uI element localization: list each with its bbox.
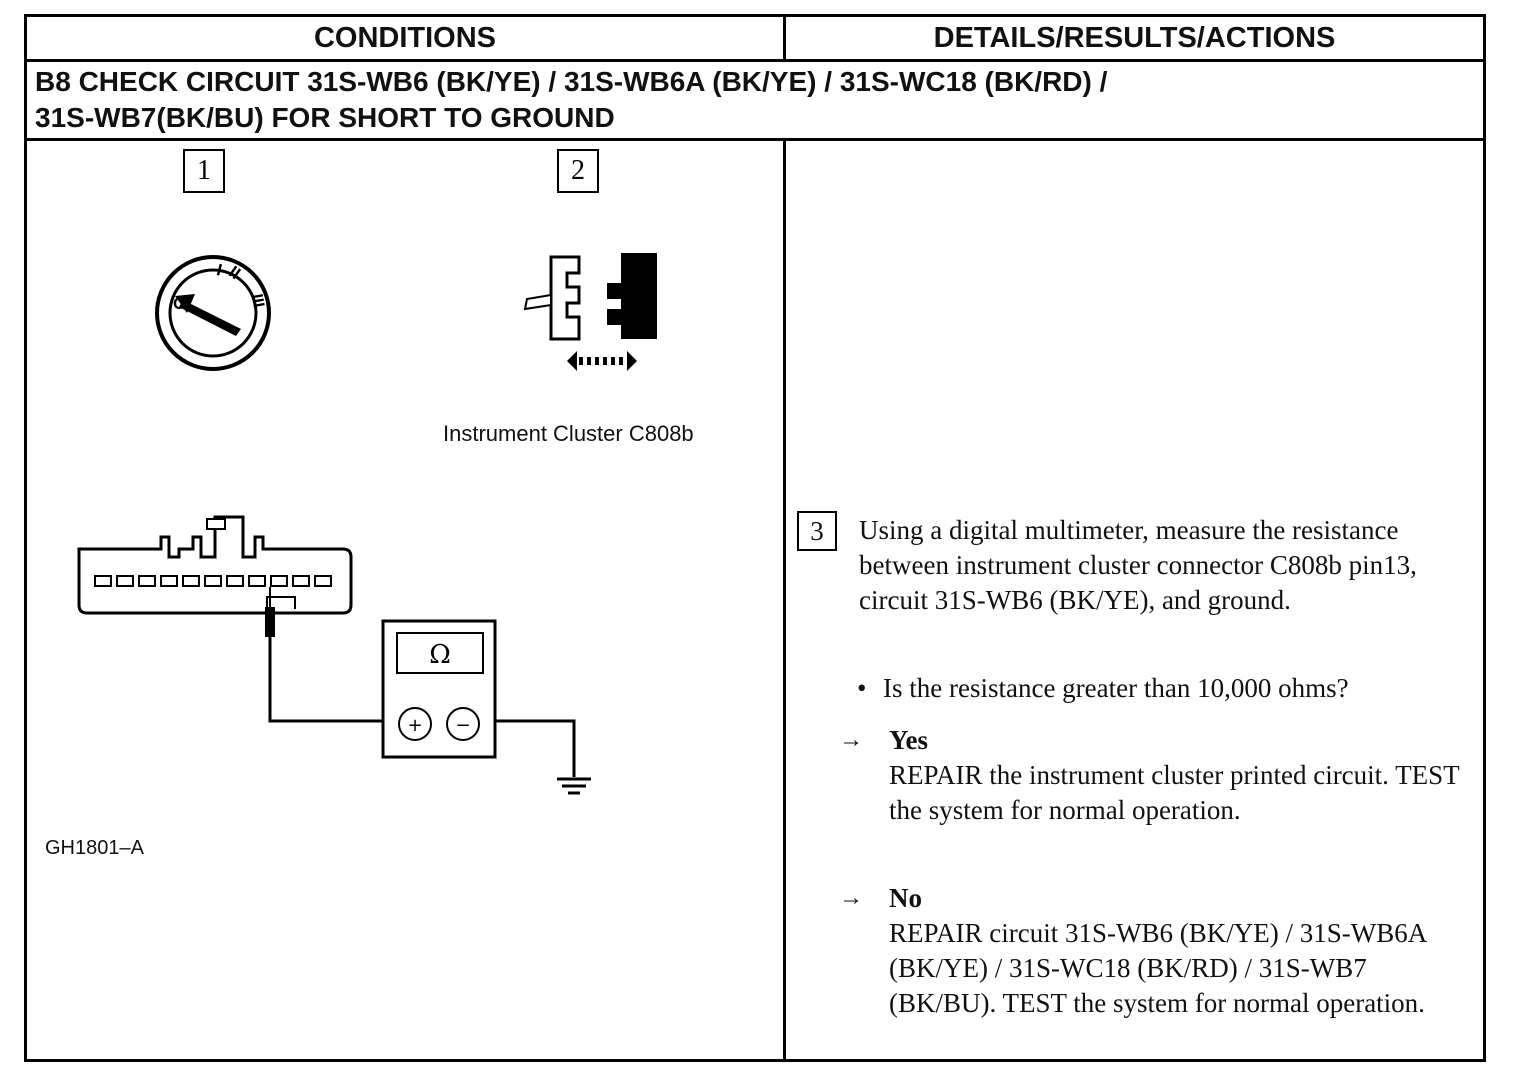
negative-test-lead [479,719,576,777]
arrow-icon: → [839,885,863,911]
conditions-diagram: O I II III [77,253,657,795]
procedure-table: CONDITIONS DETAILS/RESULTS/ACTIONS B8 CH… [24,14,1486,1062]
no-label: No [889,883,922,913]
connector-pins [94,575,332,587]
yes-action: REPAIR the instrument cluster printed ci… [889,760,1460,825]
details-header: DETAILS/RESULTS/ACTIONS [933,22,1336,54]
positive-terminal: + [407,715,422,736]
negative-terminal: − [455,715,470,736]
conditions-header: CONDITIONS [313,22,497,54]
key-position-off: O [173,294,186,313]
step-number-2: 2 [557,149,599,193]
bullet-icon: • [857,673,867,703]
yes-label: Yes [889,725,928,755]
step-title-line-1: B8 CHECK CIRCUIT 31S-WB6 (BK/YE) / 31S-W… [35,66,1108,97]
disconnect-connector-icon [523,253,657,371]
step-number-1: 1 [183,149,225,193]
connector-label: Instrument Cluster C808b [443,421,694,446]
step-number-3: 3 [797,511,837,551]
test-probe [265,587,275,637]
column-divider-main [783,138,786,1062]
yes-result: → Yes REPAIR the instrument cluster prin… [839,723,1479,828]
no-result: → No REPAIR circuit 31S-WB6 (BK/YE) / 31… [839,881,1479,1021]
figure-id: GH1801–A [45,837,144,859]
no-action: REPAIR circuit 31S-WB6 (BK/YE) / 31S-WB6… [889,918,1426,1018]
header-divider [27,59,1483,62]
instruction-text: Using a digital multimeter, measure the … [859,515,1417,615]
ohm-symbol: Ω [429,640,451,670]
question-text: Is the resistance greater than 10,000 oh… [883,673,1349,703]
key-position-start: III [248,293,267,309]
connector-c808b [77,515,353,615]
ground-icon [557,777,591,795]
double-arrow-icon [567,351,637,371]
ignition-switch-icon: O I II III [155,255,271,371]
column-divider [783,17,786,59]
title-divider [27,138,1483,141]
arrow-icon: → [839,727,863,753]
step-title: B8 CHECK CIRCUIT 31S-WB6 (BK/YE) / 31S-W… [35,64,1455,136]
positive-test-lead [268,637,401,723]
key-position-accessory: I [215,260,224,280]
multimeter-icon: Ω + − [381,619,497,759]
step-title-line-2: 31S-WB7(BK/BU) FOR SHORT TO GROUND [35,102,615,133]
question: • Is the resistance greater than 10,000 … [857,671,1483,706]
